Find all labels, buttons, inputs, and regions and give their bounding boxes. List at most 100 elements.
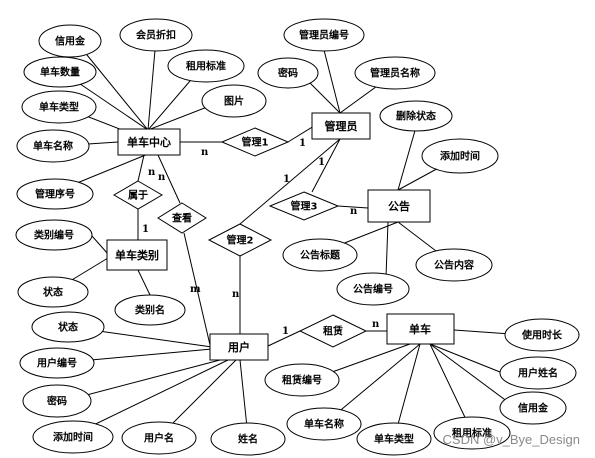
svg-text:租赁编号: 租赁编号 <box>282 374 322 387</box>
line-center-belongs <box>137 154 145 182</box>
svg-text:使用时长: 使用时长 <box>521 329 563 342</box>
svg-text:删除状态: 删除状态 <box>396 110 436 123</box>
svg-text:类别名: 类别名 <box>135 304 165 317</box>
relation-belongs-label: 属于 <box>128 190 148 202</box>
line-manage3-notice <box>337 205 369 209</box>
card-center-manage1: n <box>201 147 209 158</box>
line-center-discount <box>147 49 156 131</box>
card-category-belongs: 1 <box>142 224 149 235</box>
attr-user-password: 密码 <box>22 384 92 418</box>
line-manage1-admin <box>287 125 315 143</box>
card-bike-rent: n <box>372 319 380 330</box>
line-user-rent <box>267 330 301 347</box>
entity-bike-label: 单车 <box>409 322 431 336</box>
entity-admin: 管理员 <box>311 112 371 140</box>
svg-text:添加时间: 添加时间 <box>440 150 480 163</box>
card-notice-manage3: n <box>350 206 358 217</box>
entity-bike-category: 单车类别 <box>106 239 168 271</box>
svg-text:信用金: 信用金 <box>55 35 86 48</box>
attr-admin-no: 管理员编号 <box>283 18 365 52</box>
svg-text:租用标准: 租用标准 <box>186 60 226 73</box>
entity-bike-center: 单车中心 <box>117 128 181 156</box>
relation-rent-label: 租赁 <box>323 325 343 338</box>
line-category-name <box>137 269 151 296</box>
svg-text:信用金: 信用金 <box>518 402 549 415</box>
attr-user-status: 状态 <box>31 311 105 343</box>
attr-notice-content: 公告内容 <box>415 248 493 282</box>
svg-text:姓名: 姓名 <box>237 433 258 446</box>
svg-text:公告标题: 公告标题 <box>300 249 341 262</box>
svg-text:添加时间: 添加时间 <box>53 431 93 444</box>
svg-text:状态: 状态 <box>58 321 78 334</box>
entity-admin-label: 管理员 <box>325 119 358 133</box>
relation-view-label: 查看 <box>171 212 192 225</box>
line-center-view <box>157 154 181 204</box>
attr-renter-name: 用户姓名 <box>499 356 577 390</box>
card-user-manage2: n <box>232 289 240 300</box>
card-user-rent: 1 <box>282 326 289 337</box>
svg-text:图片: 图片 <box>224 95 244 108</box>
card-user-view: m <box>190 284 201 295</box>
attr-user-no: 用户编号 <box>19 347 95 379</box>
line-notice-title <box>341 221 399 245</box>
line-admin-manage3 <box>311 138 341 193</box>
svg-text:状态: 状态 <box>43 286 63 299</box>
attr-notice-title: 公告标题 <box>282 238 358 272</box>
card-admin-manage2: 1 <box>283 174 290 185</box>
attr-category-status: 状态 <box>17 276 89 308</box>
line-bike-duration <box>453 329 511 335</box>
svg-text:单车数量: 单车数量 <box>40 66 80 79</box>
svg-text:类别编号: 类别编号 <box>34 229 74 242</box>
line-notice-content <box>397 221 441 255</box>
attr-member-discount: 会员折扣 <box>119 18 193 52</box>
relation-manage2-label: 管理2 <box>227 234 254 247</box>
relation-manage1-label: 管理1 <box>242 136 269 149</box>
svg-text:用户编号: 用户编号 <box>36 357 77 370</box>
attr-notice-no: 公告编号 <box>336 272 410 306</box>
svg-text:密码: 密码 <box>278 67 298 80</box>
svg-text:管理员名称: 管理员名称 <box>370 67 420 80</box>
svg-text:会员折扣: 会员折扣 <box>136 29 176 42</box>
attr-use-duration: 使用时长 <box>504 318 580 352</box>
line-center-credit <box>86 54 149 131</box>
relation-manage1: 管理1 <box>220 127 290 157</box>
svg-text:管理序号: 管理序号 <box>35 188 75 201</box>
svg-text:单车类型: 单车类型 <box>39 101 79 114</box>
line-notice-no <box>385 221 389 278</box>
relation-manage3-label: 管理3 <box>291 200 318 213</box>
relation-manage2: 管理2 <box>207 223 273 257</box>
entity-user: 用户 <box>209 333 269 361</box>
svg-text:单车类型: 单车类型 <box>374 433 414 446</box>
card-center-belongs: n <box>148 167 156 178</box>
card-admin-manage3: 1 <box>318 157 325 168</box>
svg-text:单车名称: 单车名称 <box>33 140 73 153</box>
svg-text:用户名: 用户名 <box>143 432 174 445</box>
svg-text:公告编号: 公告编号 <box>353 283 393 296</box>
attr-real-name: 姓名 <box>210 422 286 456</box>
line-category-no <box>91 235 109 255</box>
attr-bike-count: 单车数量 <box>23 56 97 88</box>
attr-picture: 图片 <box>201 84 267 118</box>
card-center-view: n <box>158 172 166 183</box>
entity-notice-label: 公告 <box>388 199 410 213</box>
entity-bike-center-label: 单车中心 <box>127 135 171 149</box>
attr-delete-status: 删除状态 <box>379 100 453 132</box>
attr-rented-credit: 信用金 <box>499 391 567 425</box>
entity-user-label: 用户 <box>228 340 250 354</box>
svg-text:单车名称: 单车名称 <box>304 418 344 431</box>
attr-manage-no: 管理序号 <box>16 178 94 210</box>
attr-category-name: 类别名 <box>114 294 186 326</box>
attr-admin-name: 管理员名称 <box>354 56 436 90</box>
card-admin-manage1: 1 <box>299 138 306 149</box>
attr-rent-standard: 租用标准 <box>167 49 245 83</box>
watermark: CSDN @v_Bye_Design <box>443 432 580 447</box>
attr-credit: 信用金 <box>38 24 102 58</box>
svg-text:公告内容: 公告内容 <box>434 259 474 272</box>
line-view-user <box>183 232 211 346</box>
attr-password: 密码 <box>257 57 319 89</box>
attr-bike-name: 单车名称 <box>16 129 90 163</box>
svg-text:用户姓名: 用户姓名 <box>517 367 558 380</box>
svg-text:管理员编号: 管理员编号 <box>299 29 349 42</box>
attr-rented-bike-name: 单车名称 <box>286 407 362 441</box>
